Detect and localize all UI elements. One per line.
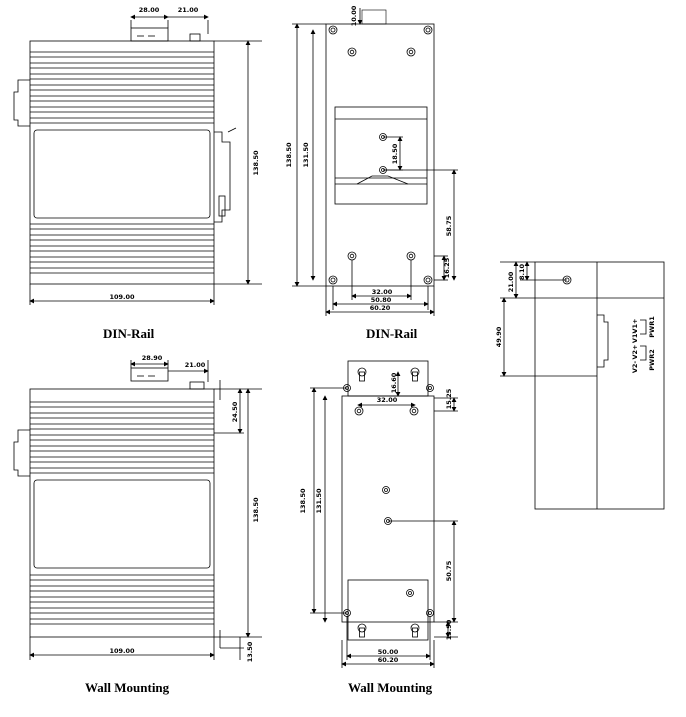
wall-side-top-width: 28.90 [142,354,163,362]
din-rail-back-view [292,8,458,316]
wall-back-outer-height: 138.50 [299,488,307,514]
din-side-top-width: 28.00 [139,6,160,14]
terminal-v1-minus: V1- [631,331,639,344]
din-back-inner-height: 131.50 [302,142,310,168]
din-back-top-offset: 10.00 [350,5,358,26]
front-top-offset-a: 21.00 [507,271,515,292]
din-side-height: 138.50 [252,150,260,176]
din-back-hole-span-large: 50.80 [371,296,392,304]
din-back-rail-to-bottom: 58.75 [445,215,453,236]
terminal-pwr2: PWR2 [648,349,656,370]
front-top-offset-b: 8.10 [518,264,526,281]
din-back-total-width: 60.20 [370,304,391,312]
wall-back-bottom-offset: 13.90 [445,619,453,640]
wall-side-height: 138.50 [252,497,260,523]
terminal-v2-minus: V2- [631,361,639,374]
din-back-rail-hole-gap: 18.50 [391,143,399,164]
wall-mount-side-view [13,360,262,660]
wall-side-top-bracket: 24.50 [231,401,239,422]
caption-din-rail-back: DIN-Rail [366,326,418,341]
wall-back-side-offset: 15.25 [445,388,453,409]
din-back-hole-span-small: 32.00 [372,288,393,296]
din-side-width: 109.00 [109,293,135,301]
terminal-v1-plus: V1+ [631,319,639,334]
wall-back-inner-height: 131.50 [315,488,323,514]
wall-mount-back-view [310,360,458,668]
front-height: 49.90 [495,326,503,347]
front-view [500,261,665,510]
din-rail-side-view [13,14,262,305]
din-back-bottom-hole-offset: 16.25 [443,257,451,278]
wall-back-hole-span-small: 32.00 [377,396,398,404]
din-side-top-offset: 21.00 [178,6,199,14]
wall-back-keyhole-offset: 16.60 [390,372,398,393]
wall-side-width: 109.00 [109,647,135,655]
wall-side-top-offset: 21.00 [185,361,206,369]
wall-side-bottom-bracket: 13.50 [246,641,254,662]
caption-wall-mount-side: Wall Mounting [85,680,170,695]
wall-back-hole-span-large: 50.00 [378,648,399,656]
wall-back-total-width: 60.20 [378,656,399,664]
terminal-v2-plus: V2+ [631,345,639,360]
caption-wall-mount-back: Wall Mounting [348,680,433,695]
wall-back-lower-offset: 50.75 [445,560,453,581]
din-back-outer-height: 138.50 [285,142,293,168]
terminal-pwr1: PWR1 [648,316,656,338]
caption-din-rail-side: DIN-Rail [103,326,155,341]
